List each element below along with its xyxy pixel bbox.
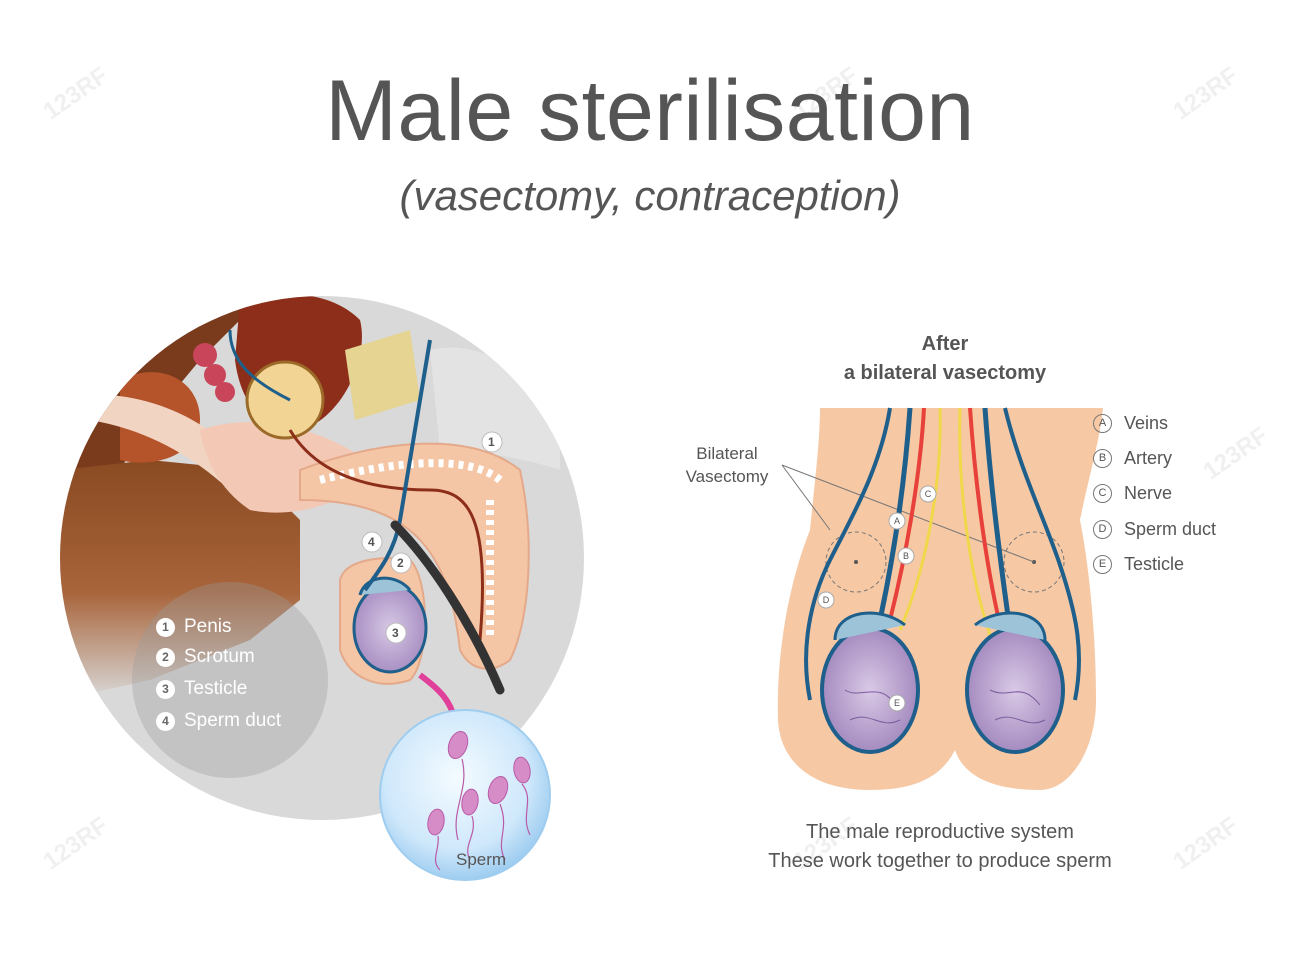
page-title: Male sterilisation	[325, 63, 975, 159]
marker-d: D	[823, 595, 830, 605]
testicle-right	[965, 626, 1065, 754]
watermark: 123RF	[1198, 421, 1273, 486]
bilateral-vasectomy-label: Bilateral Vasectomy	[685, 444, 769, 486]
sperm-label: Sperm	[456, 850, 507, 869]
thigh-tissue	[60, 460, 300, 700]
pubic-bone	[345, 330, 420, 420]
callout-scrotum: 2	[397, 556, 404, 570]
callout-penis: 1	[488, 435, 495, 449]
sagittal-anatomy-illustration	[60, 296, 584, 881]
testicle-left	[820, 626, 920, 754]
page-subtitle: (vasectomy, contraception)	[399, 172, 901, 219]
callout-sperm-duct: 4	[368, 535, 375, 549]
penis-shape	[299, 442, 530, 670]
after-vasectomy-title: After a bilateral vasectomy	[843, 333, 1047, 384]
prostate	[245, 360, 325, 440]
marker-c: C	[925, 489, 932, 499]
marker-e: E	[894, 698, 900, 708]
marker-b: B	[903, 551, 909, 561]
vasectomy-site-right	[1003, 531, 1065, 593]
vasectomy-site-left	[825, 531, 887, 593]
marker-a: A	[894, 516, 900, 526]
caption: The male reproductive system These work …	[768, 821, 1112, 872]
callout-testicle: 3	[392, 626, 399, 640]
sperm-icon	[427, 730, 531, 836]
body-silhouette	[777, 408, 1103, 790]
